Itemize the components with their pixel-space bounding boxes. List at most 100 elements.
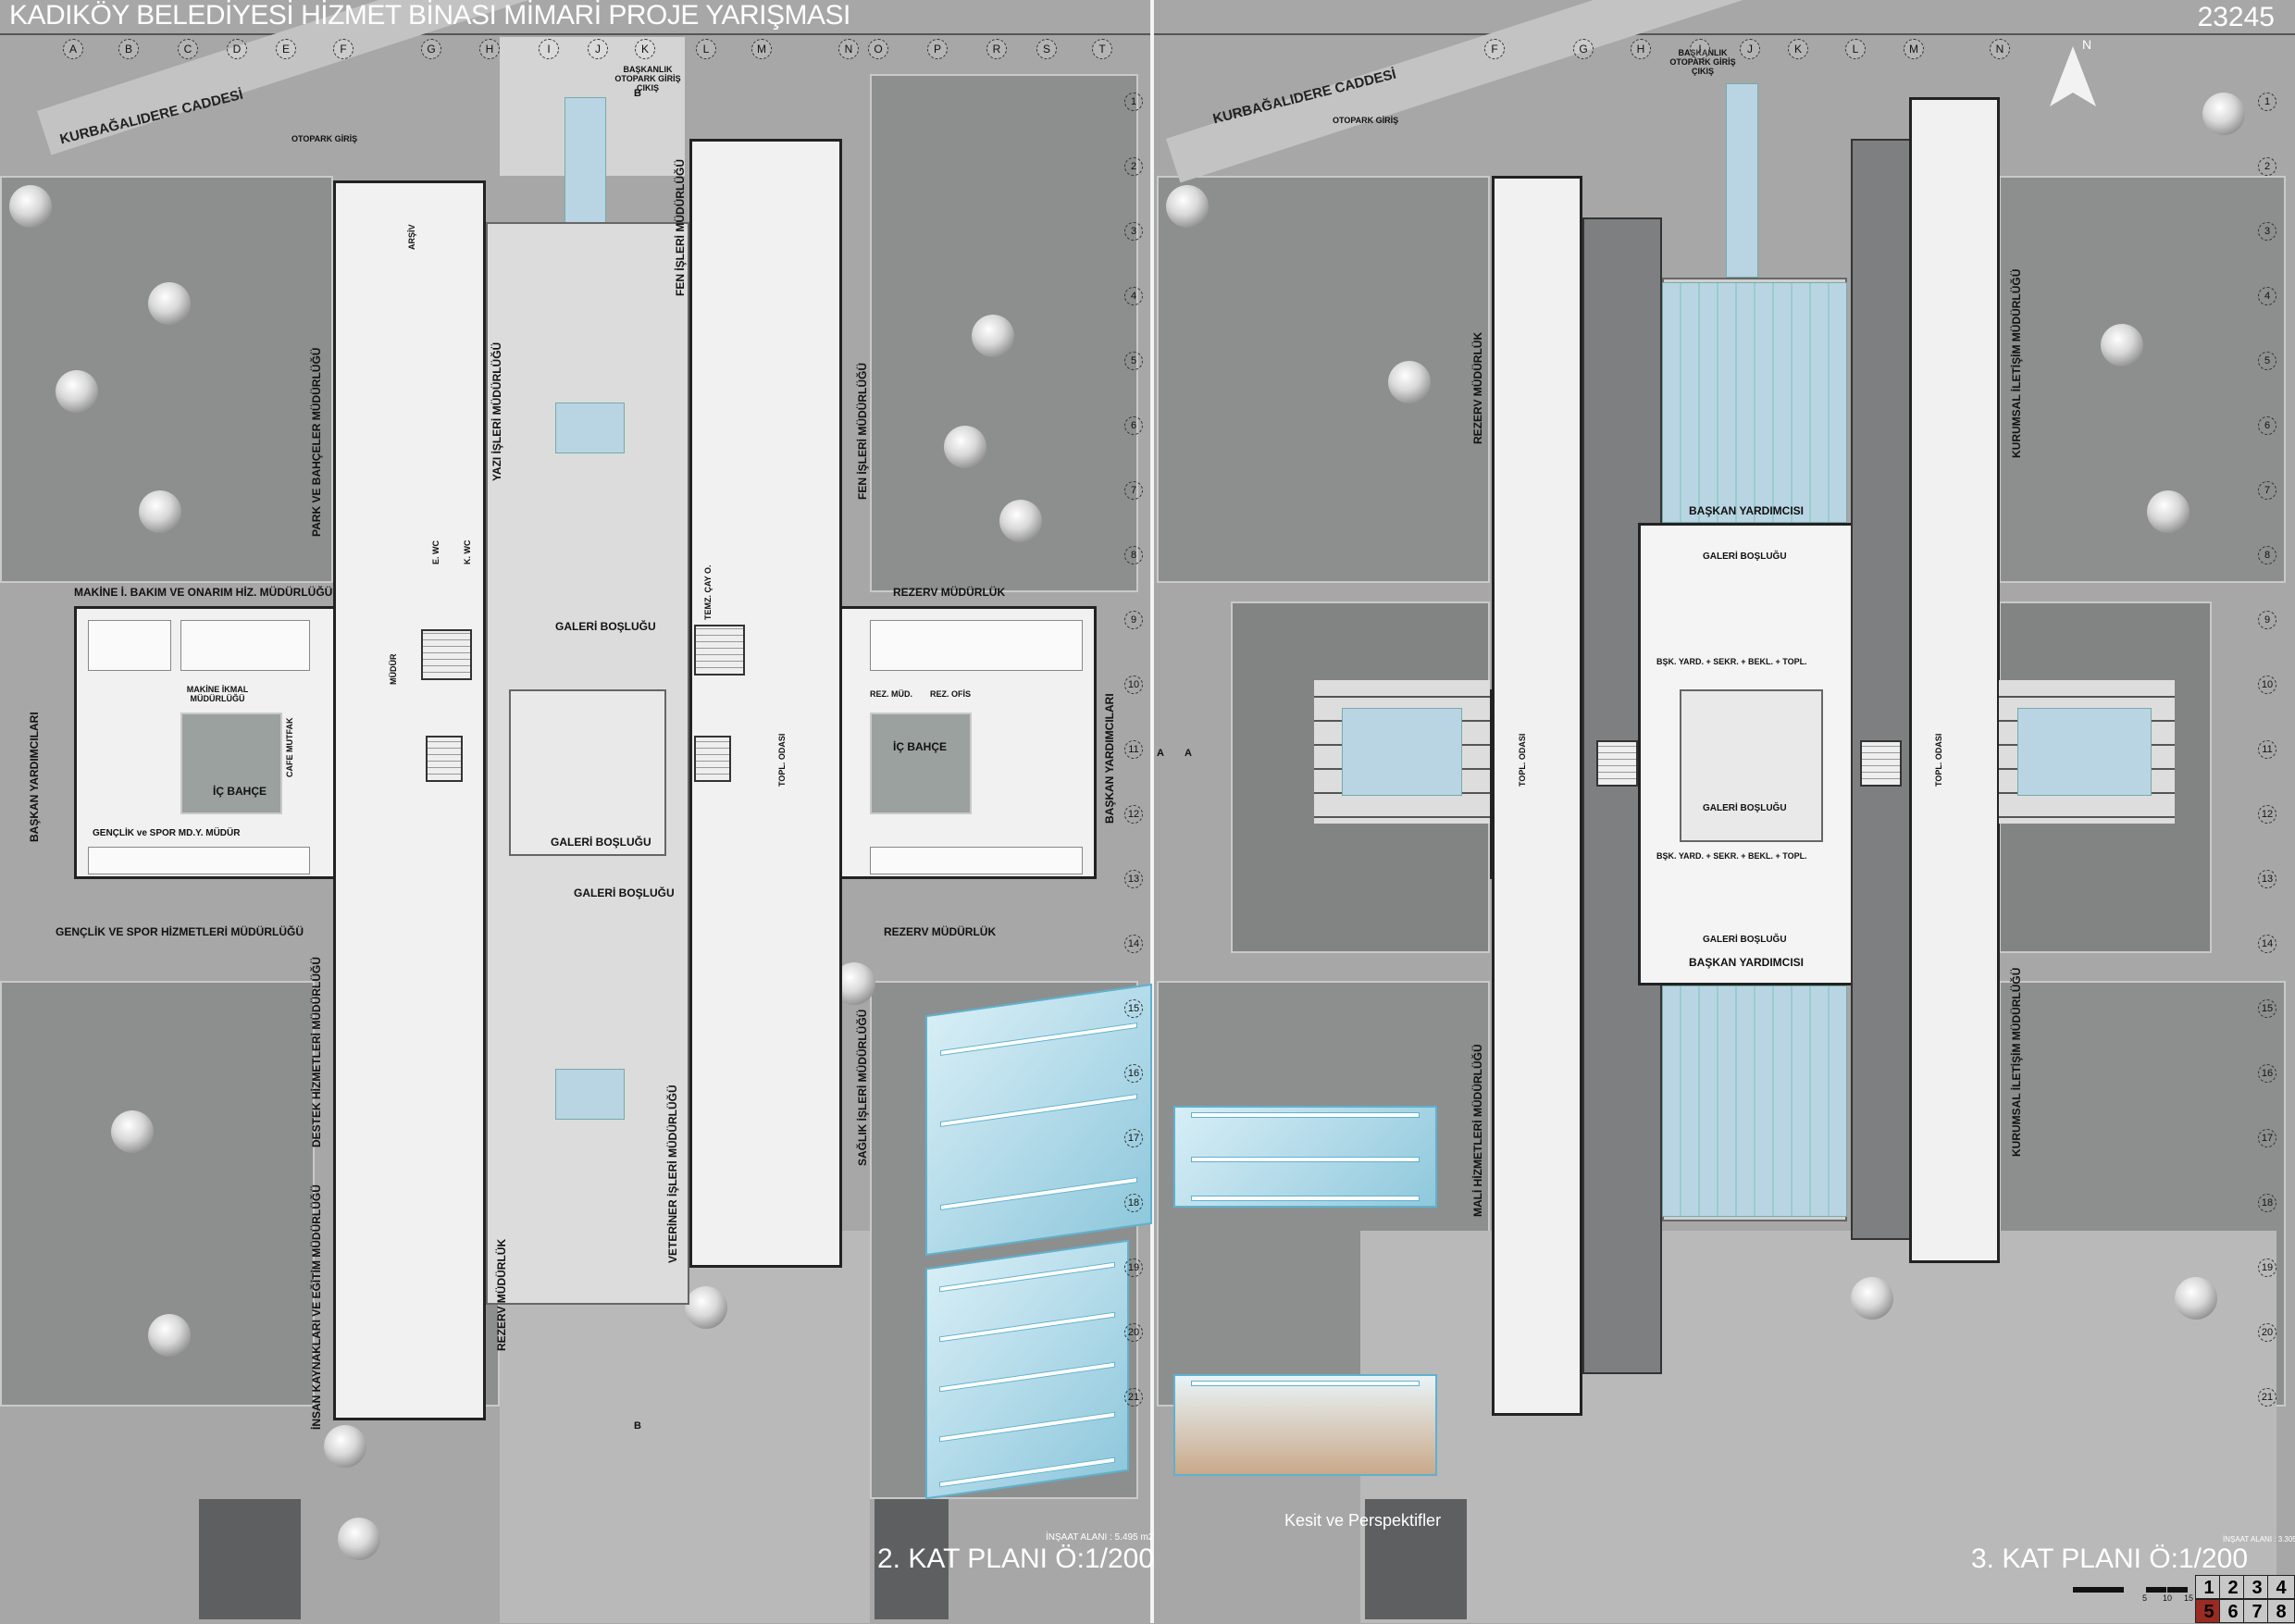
grid-column: G bbox=[421, 39, 441, 59]
east-wing bbox=[689, 139, 842, 1268]
grid-column: T bbox=[1092, 39, 1112, 59]
label-veteriner: VETERİNER İŞLERİ MÜDÜRLÜĞÜ bbox=[666, 1085, 679, 1263]
grid-row: 10 bbox=[1124, 676, 1143, 694]
east-wing bbox=[1909, 97, 2000, 1263]
grid-row: 18 bbox=[1124, 1194, 1143, 1212]
tree-icon bbox=[2202, 93, 2245, 135]
label-rezerv-3: REZERV MÜDÜRLÜK bbox=[495, 1238, 508, 1351]
label-makine: MAKİNE İ. BAKIM VE ONARIM HİZ. MÜDÜRLÜĞÜ bbox=[74, 586, 333, 599]
grid-column: M bbox=[1904, 39, 1924, 59]
label-genclik: GENÇLİK VE SPOR HİZMETLERİ MÜDÜRLÜĞÜ bbox=[56, 925, 304, 938]
tree-icon bbox=[1166, 185, 1209, 228]
label-yazi: YAZI İŞLERİ MÜDÜRLÜĞÜ bbox=[490, 341, 503, 481]
label-destek: DESTEK HİZMETLERİ MÜDÜRLÜĞÜ bbox=[310, 957, 323, 1147]
staircase bbox=[694, 736, 731, 782]
grid-column: K bbox=[635, 39, 655, 59]
label-baskan-yard-2: BAŞKAN YARDIMCISI bbox=[1689, 956, 1805, 969]
grid-column: J bbox=[588, 39, 608, 59]
skylight bbox=[2017, 708, 2152, 796]
label-kwc: K. WC bbox=[463, 539, 472, 565]
grid-column: B bbox=[118, 39, 139, 59]
grid-column: L bbox=[1845, 39, 1866, 59]
staircase bbox=[421, 629, 472, 680]
tree-icon bbox=[2101, 324, 2143, 366]
sheet-3[interactable]: 3 bbox=[2243, 1575, 2271, 1599]
grid-column: S bbox=[1036, 39, 1057, 59]
grid-row: 12 bbox=[2258, 805, 2276, 824]
grid-row: 21 bbox=[1124, 1388, 1143, 1407]
grid-row: 19 bbox=[1124, 1258, 1143, 1277]
grid-row: 2 bbox=[1124, 157, 1143, 176]
perspective-view-2 bbox=[925, 1239, 1129, 1500]
sheet-4[interactable]: 4 bbox=[2267, 1575, 2295, 1599]
section-marker-b: B bbox=[634, 88, 641, 99]
tree-icon bbox=[139, 490, 181, 533]
staircase bbox=[1596, 740, 1638, 787]
label-mudur: MÜDÜR bbox=[389, 653, 398, 686]
grid-column: F bbox=[1484, 39, 1505, 59]
board-title: KADIKÖY BELEDİYESİ HİZMET BİNASI MİMARİ … bbox=[9, 0, 850, 31]
label-rezerv-2: REZERV MÜDÜRLÜK bbox=[884, 925, 997, 938]
dark-block bbox=[199, 1499, 301, 1619]
grid-row: 9 bbox=[2258, 611, 2276, 629]
tree-icon bbox=[111, 1110, 154, 1153]
office-room bbox=[870, 847, 1083, 874]
label-galeri-1: GALERİ BOŞLUĞU bbox=[1703, 552, 1787, 562]
glass-roof bbox=[1662, 986, 1847, 1217]
grid-column: M bbox=[751, 39, 772, 59]
label-makine-ikmal: MAKİNE İKMAL MÜDÜRLÜĞÜ bbox=[186, 685, 249, 703]
grid-row: 7 bbox=[2258, 481, 2276, 500]
label-insan: İNSAN KAYNAKLARI VE EĞİTİM MÜDÜRLÜĞÜ bbox=[310, 1184, 323, 1430]
perspective-view-1 bbox=[925, 983, 1152, 1257]
grid-column: G bbox=[1573, 39, 1594, 59]
tree-icon bbox=[685, 1286, 727, 1329]
staircase bbox=[1860, 740, 1902, 787]
label-icbahce-2: İÇ BAHÇE bbox=[893, 740, 948, 753]
label-fen-1: FEN İŞLERİ MÜDÜRLÜĞÜ bbox=[674, 159, 687, 296]
tree-icon bbox=[1851, 1277, 1893, 1320]
tree-icon bbox=[2175, 1277, 2217, 1320]
grid-column: R bbox=[986, 39, 1007, 59]
tree-icon bbox=[944, 426, 986, 468]
label-topl-2: TOPL. ODASI bbox=[1934, 733, 1943, 787]
grid-row: 6 bbox=[2258, 416, 2276, 435]
grid-column: N bbox=[1990, 39, 2010, 59]
green-area bbox=[1157, 176, 1490, 583]
grid-row: 13 bbox=[2258, 870, 2276, 888]
label-kurumsal-1: KURUMSAL İLETİŞİM MÜDÜRLÜĞÜ bbox=[2010, 268, 2023, 458]
label-fen-2: FEN İŞLERİ MÜDÜRLÜĞÜ bbox=[856, 363, 869, 500]
inner-garden bbox=[870, 713, 972, 814]
skylight bbox=[1342, 708, 1462, 796]
label-saglik: SAĞLIK İŞLERİ MÜDÜRLÜĞÜ bbox=[856, 1009, 869, 1166]
west-wing bbox=[1492, 176, 1582, 1416]
office-room bbox=[88, 620, 171, 671]
street bbox=[1166, 0, 1815, 183]
sheet-8[interactable]: 8 bbox=[2267, 1599, 2295, 1623]
gallery-void bbox=[509, 689, 666, 856]
grid-column: K bbox=[1788, 39, 1808, 59]
north-arrow-icon: N bbox=[2045, 37, 2101, 111]
section-marker-b: B bbox=[634, 1420, 641, 1432]
grid-row: 19 bbox=[2258, 1258, 2276, 1277]
grid-column: J bbox=[1740, 39, 1760, 59]
grid-column: D bbox=[227, 39, 247, 59]
skylight bbox=[555, 403, 625, 453]
grid-column: H bbox=[479, 39, 500, 59]
label-rezerv: REZERV MÜDÜRLÜK bbox=[1471, 331, 1484, 444]
board-divider bbox=[1150, 0, 1154, 1623]
grid-row: 4 bbox=[1124, 287, 1143, 305]
section-marker-a: A bbox=[1185, 748, 1192, 759]
grid-row: 17 bbox=[1124, 1129, 1143, 1147]
label-galeri-3: GALERİ BOŞLUĞU bbox=[1703, 935, 1787, 945]
plan2-title: 2. KAT PLANI Ö:1/200 bbox=[877, 1543, 1155, 1574]
grid-column: C bbox=[178, 39, 198, 59]
label-rez-mud: REZ. MÜD. bbox=[870, 689, 912, 699]
label-bsk-2: BŞK. YARD. + SEKR. + BEKL. + TOPL. bbox=[1656, 851, 1807, 861]
grid-row: 4 bbox=[2258, 287, 2276, 305]
project-number: 23245 bbox=[2197, 2, 2275, 32]
tree-icon bbox=[324, 1425, 366, 1468]
grid-row: 16 bbox=[2258, 1064, 2276, 1083]
label-mali: MALİ HİZMETLERİ MÜDÜRLÜĞÜ bbox=[1471, 1044, 1484, 1217]
staircase bbox=[426, 736, 463, 782]
grid-line bbox=[0, 33, 2295, 35]
